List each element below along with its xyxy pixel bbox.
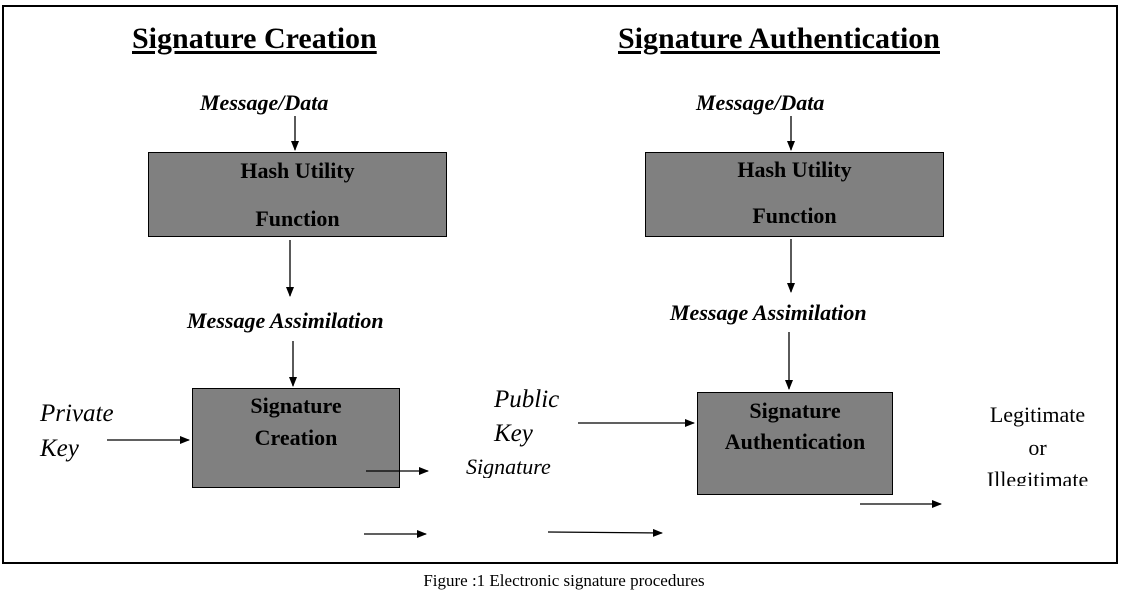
signature-authentication-box-line1: Signature: [749, 398, 841, 423]
authentication-hash-box-line2: Function: [752, 203, 837, 228]
arrow-middle-lower: [547, 528, 663, 537]
private-key-label-line1: Private: [40, 400, 114, 427]
creation-hash-utility-box: Hash Utility Function: [148, 152, 447, 237]
result-illegitimate: Illegitimate: [986, 467, 1089, 486]
creation-hash-box-line2: Function: [255, 206, 340, 231]
signature-creation-box-line1: Signature: [250, 393, 342, 418]
signature-label-clip: Signature: [464, 454, 594, 478]
signature-authentication-box-line2: Authentication: [724, 429, 866, 454]
result-or: or: [1028, 435, 1047, 460]
creation-hash-box-line1: Hash Utility: [240, 158, 355, 183]
figure-caption: Figure :1 Electronic signature procedure…: [423, 571, 705, 590]
diagram-frame: [2, 5, 1118, 564]
authentication-message-assimilation-label: Message Assimilation: [670, 300, 867, 325]
public-key-label-line2: Key: [494, 420, 533, 447]
creation-message-data-label: Message/Data: [200, 90, 329, 115]
private-key-label-line2: Key: [40, 435, 79, 462]
result-legitimate: Legitimate: [989, 402, 1086, 427]
authentication-message-data-label: Message/Data: [696, 90, 825, 115]
authentication-hash-utility-box: Hash Utility Function: [645, 152, 944, 237]
signature-creation-heading: Signature Creation: [132, 22, 377, 55]
signature-label: Signature: [466, 454, 551, 478]
signature-authentication-heading: Signature Authentication: [618, 22, 940, 55]
signature-creation-box: Signature Creation: [192, 388, 400, 488]
result-text-clip: Legitimate or Illegitimate: [960, 400, 1115, 486]
public-key-label-line1: Public: [494, 386, 560, 413]
creation-message-assimilation-label: Message Assimilation: [187, 308, 384, 333]
signature-authentication-box: Signature Authentication: [697, 392, 893, 495]
authentication-hash-box-line1: Hash Utility: [737, 157, 852, 182]
signature-creation-box-line2: Creation: [254, 425, 338, 450]
